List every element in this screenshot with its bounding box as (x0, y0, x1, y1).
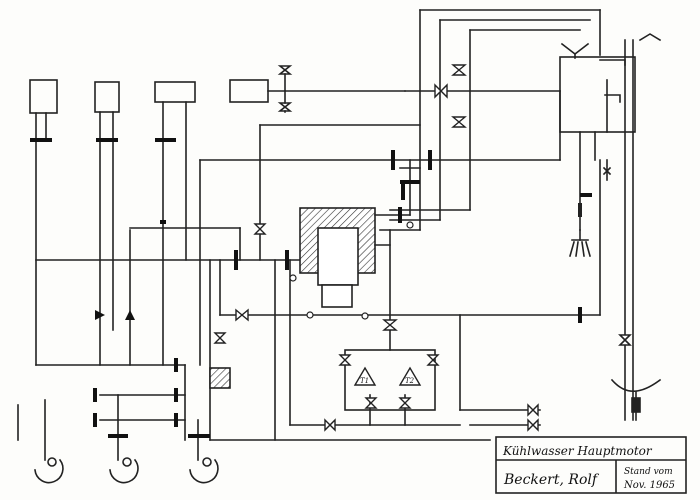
pump-t2-label: T2 (405, 377, 415, 385)
check-valve-up (125, 310, 135, 320)
check-valve-down (95, 310, 105, 320)
overflow-hook (638, 33, 662, 42)
valve (324, 418, 336, 432)
shower-head (569, 229, 591, 257)
header-tank-3 (154, 81, 196, 366)
valve (235, 308, 249, 322)
title-block (495, 436, 687, 494)
check-valves (95, 310, 135, 320)
pump-t1 (353, 366, 377, 386)
valve (338, 354, 352, 366)
valve-tank4-lower (277, 90, 293, 113)
valve-tank4-upper (277, 65, 293, 92)
valve-tank-outlet (602, 166, 612, 176)
status-label: Stand vom (624, 467, 673, 477)
pump-manifold (344, 349, 436, 411)
header-tank-2 (94, 81, 131, 366)
valve (398, 397, 412, 409)
sensor (306, 311, 314, 319)
valve (451, 116, 467, 128)
header-tank-1 (29, 79, 58, 366)
valve (253, 223, 267, 235)
author-text: Beckert, Rolf (503, 472, 600, 488)
sea-chest-2 (109, 457, 139, 484)
valve (213, 332, 227, 344)
pump-t1-label: T1 (360, 377, 369, 385)
valve (527, 418, 539, 432)
valve (451, 64, 467, 76)
sea-suction (610, 378, 662, 421)
header-tank-4 (229, 79, 406, 103)
valve (382, 319, 398, 331)
valve (434, 83, 448, 99)
sensor (406, 221, 414, 229)
sensor (289, 274, 297, 282)
flanges (30, 138, 592, 438)
gate-valves (213, 64, 539, 432)
sensor (361, 312, 369, 320)
sea-chest-1 (34, 457, 64, 484)
title-text: Kühlwasser Hauptmotor (502, 444, 653, 458)
valve (426, 354, 440, 366)
status-date: Nov. 1965 (623, 480, 675, 491)
pump-t2 (398, 366, 422, 386)
sea-chest-3 (189, 457, 219, 484)
main-engine (299, 207, 376, 308)
valve (364, 397, 378, 409)
pumps (353, 366, 422, 386)
valve (527, 403, 539, 417)
sensors (289, 221, 414, 320)
filter-box (209, 367, 231, 389)
valve-overflow (618, 334, 632, 346)
